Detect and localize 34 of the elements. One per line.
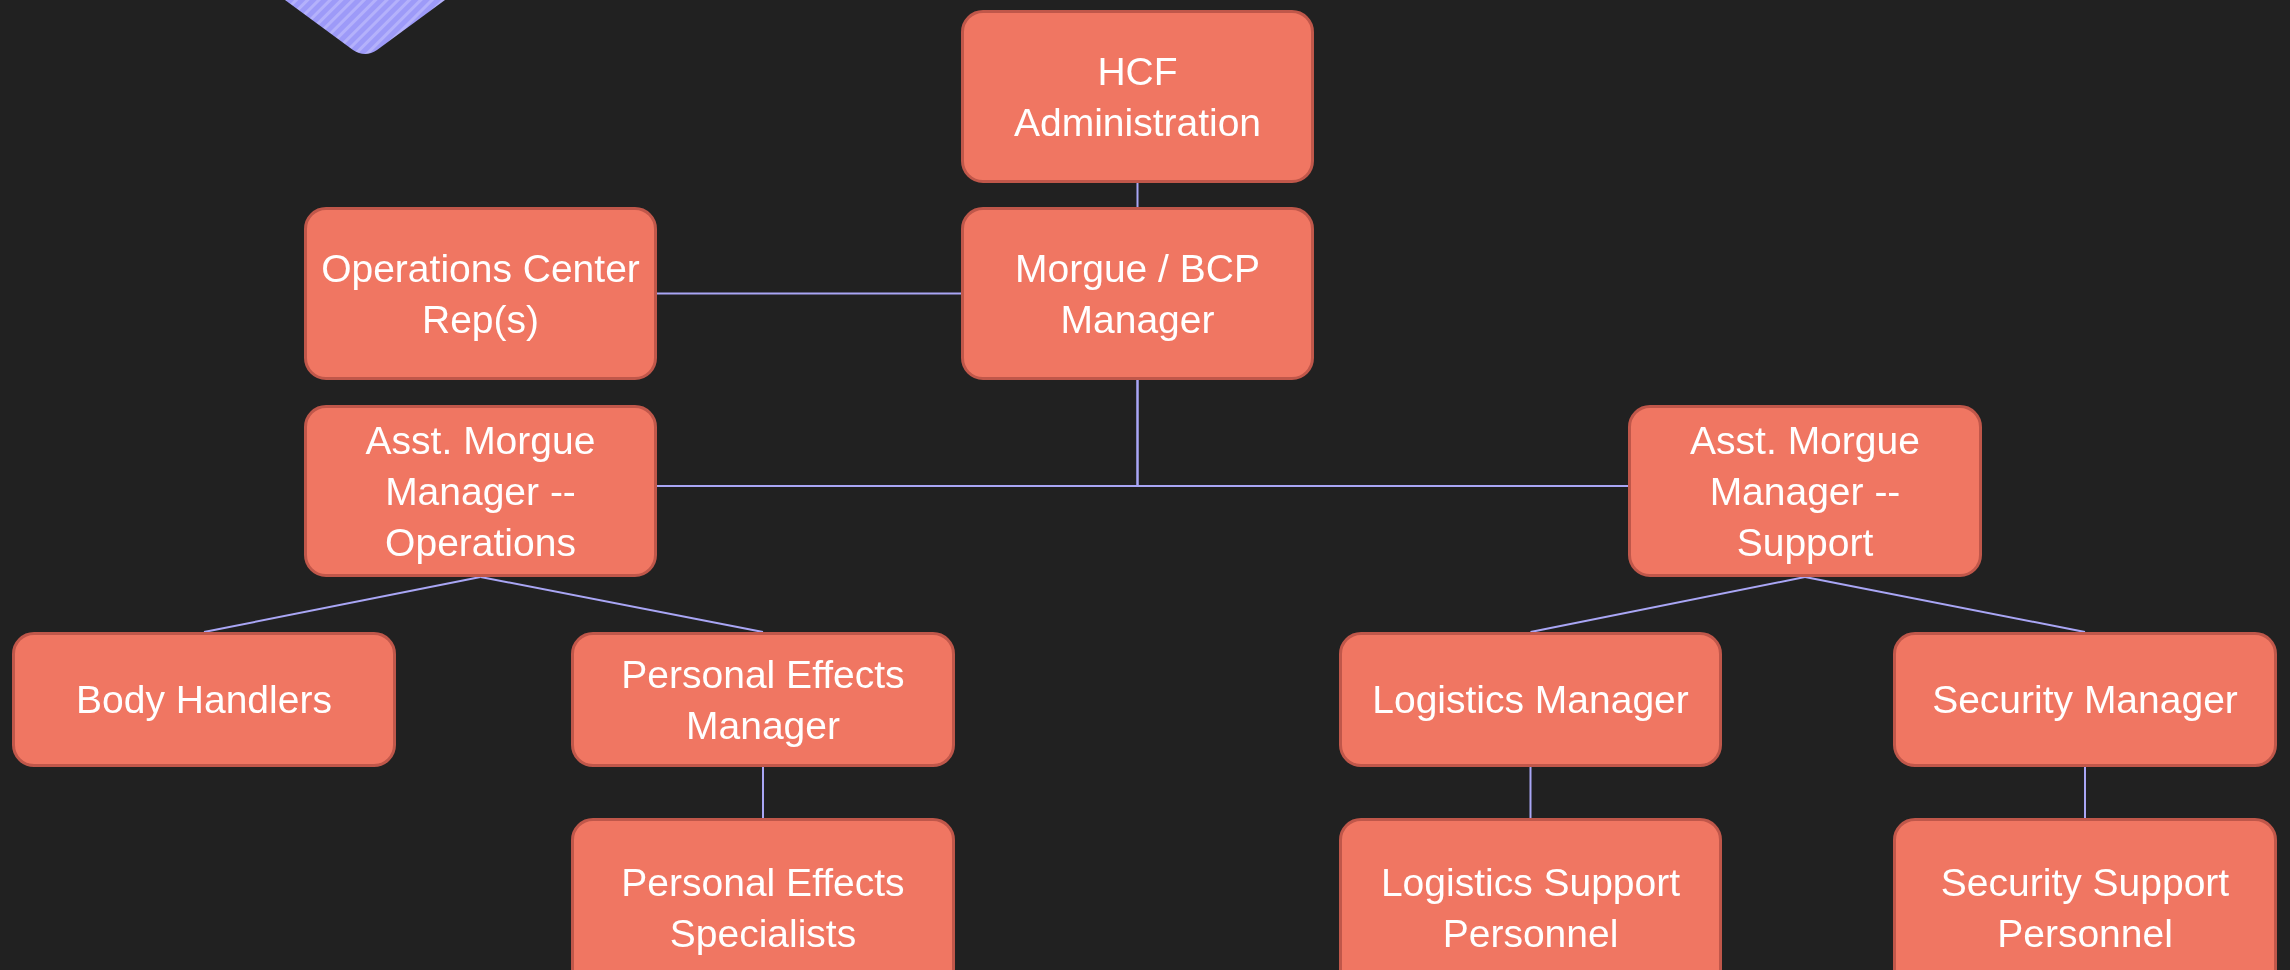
connector-line — [1136, 379, 1629, 487]
connector-line — [1136, 182, 1139, 208]
role-label: Morgue / BCP Manager — [1014, 245, 1261, 343]
org-box — [304, 405, 657, 577]
role-label: Operations Center Rep(s) — [321, 245, 640, 343]
org-box — [1628, 405, 1982, 577]
org-box — [961, 10, 1314, 183]
org-box — [1339, 818, 1722, 970]
role-label: Logistics Support Personnel — [1379, 860, 1682, 957]
role-label: Logistics Manager — [1372, 677, 1689, 723]
role-label: Personal Effects Manager — [620, 651, 906, 749]
role-label: Security Support Personnel — [1939, 860, 2231, 957]
role-label: Personal Effects Specialists — [620, 860, 906, 957]
role-label: Asst. Morgue Manager -- Operations — [364, 417, 597, 566]
org-box — [304, 207, 657, 380]
connector-line — [1804, 576, 2086, 633]
role-label: Body Handlers — [76, 677, 332, 723]
role-label: Security Manager — [1932, 677, 2238, 723]
org-box — [961, 207, 1314, 380]
role-label: HCF Administration — [1012, 48, 1263, 146]
org-box — [12, 632, 396, 767]
connector-line — [656, 292, 962, 295]
role-label: Asst. Morgue Manager -- Support — [1689, 417, 1921, 566]
org-box — [1339, 632, 1722, 767]
org-box — [571, 818, 955, 970]
connector-line — [1529, 766, 1532, 819]
connector-line — [1529, 576, 1806, 633]
connector-line — [2084, 766, 2086, 819]
org-box — [1893, 632, 2277, 767]
org-box — [571, 632, 955, 767]
connector-line — [203, 576, 482, 633]
connector-line — [479, 576, 764, 633]
org-box — [1893, 818, 2277, 970]
connector-line — [762, 766, 764, 819]
